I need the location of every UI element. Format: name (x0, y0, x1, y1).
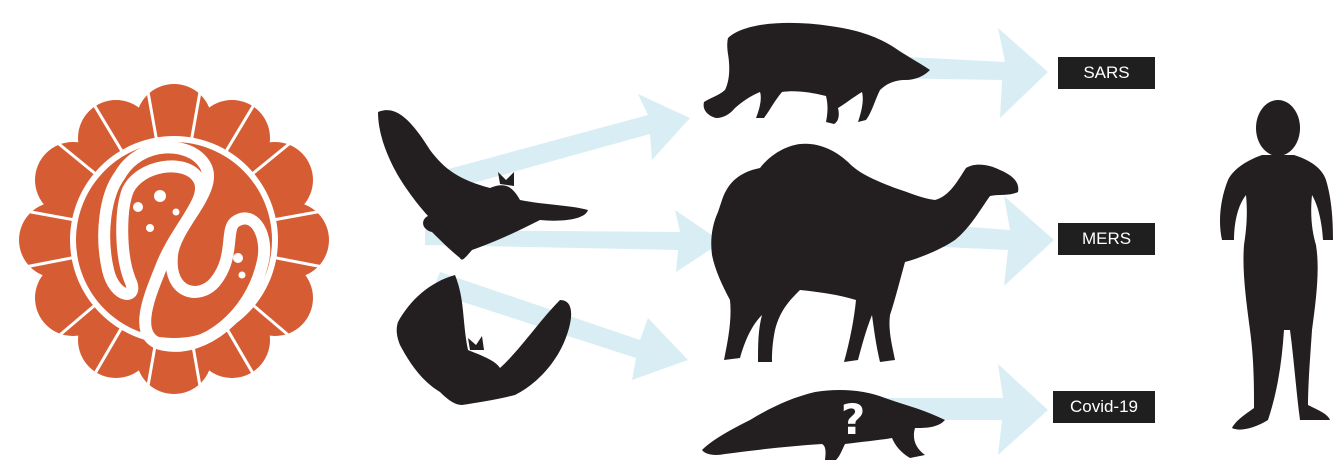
label-covid-19: Covid-19 (1053, 391, 1155, 423)
label-mers: MERS (1058, 223, 1155, 255)
unknown-host-question-mark: ? (838, 395, 868, 445)
camel-icon (711, 144, 1018, 362)
label-sars: SARS (1058, 57, 1155, 89)
coronavirus-icon (19, 75, 329, 403)
human-icon (1220, 100, 1333, 430)
civet-icon (704, 23, 930, 124)
